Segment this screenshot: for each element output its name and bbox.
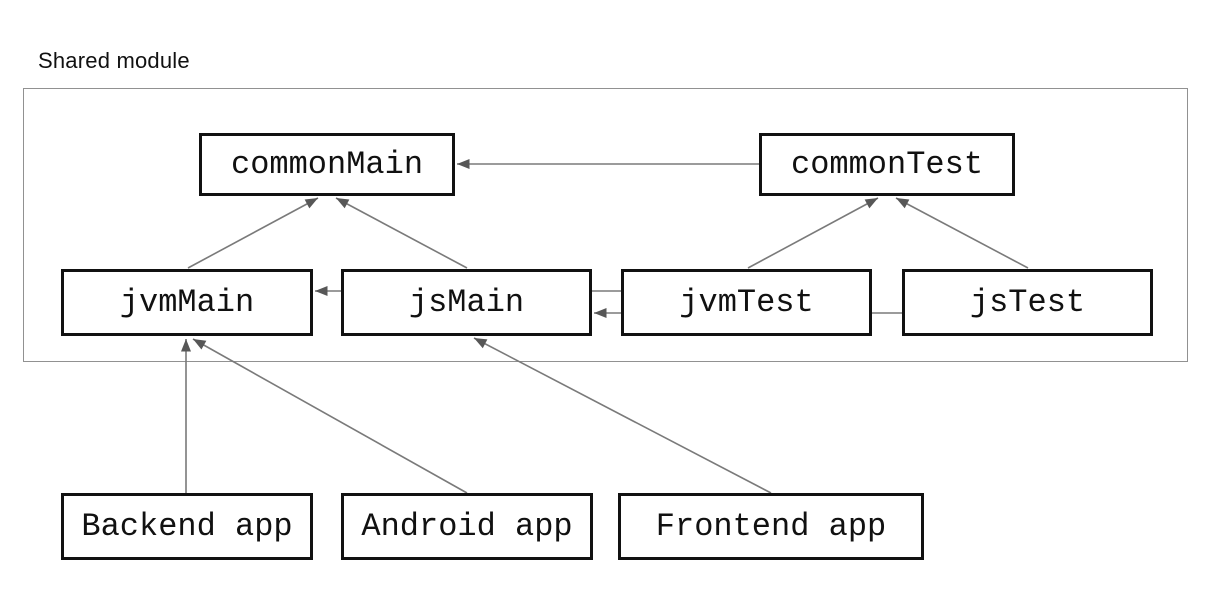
node-commonmain: commonMain: [199, 133, 455, 196]
edge-android-app-to-jvmmain: [192, 338, 468, 494]
node-jvmmain-label: jvmMain: [119, 284, 255, 321]
node-commontest-label: commonTest: [790, 146, 984, 183]
node-jvmtest-label: jvmTest: [679, 284, 814, 321]
edge-jsmain-to-commonmain: [335, 197, 468, 269]
node-jsmain: jsMain: [341, 269, 592, 336]
node-frontend-app: Frontend app: [618, 493, 924, 560]
shared-module-label: Shared module: [38, 48, 190, 73]
node-backend-app-label: Backend app: [81, 508, 293, 545]
node-jstest: jsTest: [902, 269, 1153, 336]
edge-frontend-app-to-jsmain: [473, 337, 772, 494]
node-jvmtest: jvmTest: [621, 269, 872, 336]
node-commontest: commonTest: [759, 133, 1015, 196]
node-commonmain-label: commonMain: [230, 146, 424, 183]
shared-module-container: [23, 88, 1188, 362]
node-backend-app: Backend app: [61, 493, 313, 560]
node-frontend-app-label: Frontend app: [655, 508, 887, 545]
node-android-app: Android app: [341, 493, 593, 560]
node-jstest-label: jsTest: [969, 284, 1086, 321]
edge-jvmmain-to-commonmain: [187, 197, 319, 269]
node-jsmain-label: jsMain: [408, 284, 525, 321]
edge-jvmtest-to-commontest: [747, 197, 879, 269]
node-android-app-label: Android app: [361, 508, 573, 545]
node-jvmmain: jvmMain: [61, 269, 313, 336]
edge-jstest-to-commontest: [895, 197, 1029, 269]
